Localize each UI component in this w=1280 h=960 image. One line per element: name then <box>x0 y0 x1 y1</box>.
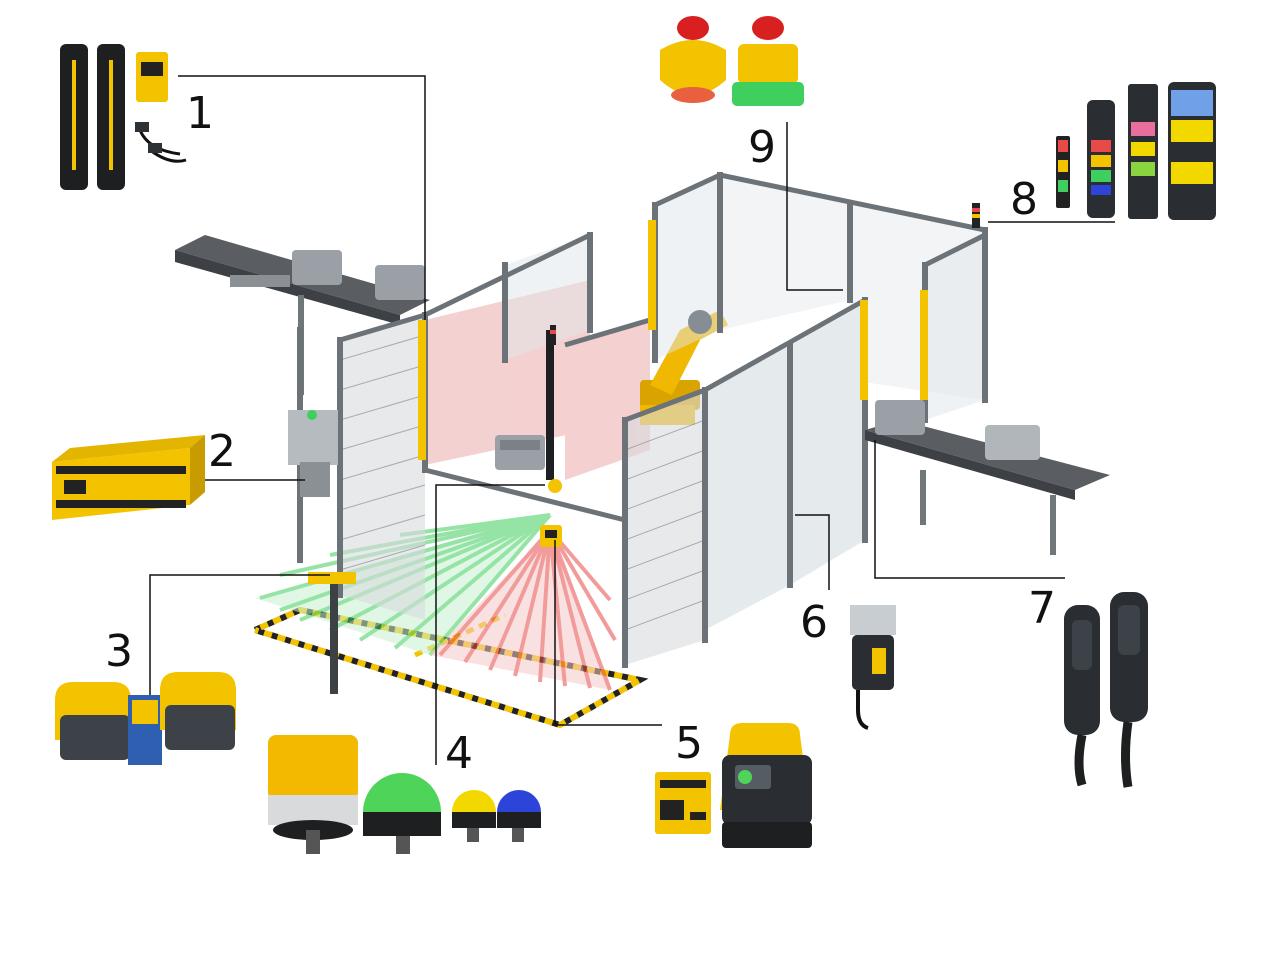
cell-laser-scanner <box>540 479 562 547</box>
leader-line-4 <box>435 484 545 765</box>
leader-line-1 <box>178 75 426 320</box>
workpiece <box>495 435 545 470</box>
safety-controller-module-icon <box>52 435 205 520</box>
leader-line-7 <box>874 440 1065 579</box>
tower-lights-icon <box>1056 82 1216 220</box>
leader-line-3 <box>149 574 330 695</box>
leader-line-9 <box>786 122 843 291</box>
callout-5: 5 <box>675 718 703 769</box>
fence-panels <box>297 172 988 668</box>
emergency-stop-buttons-icon <box>660 16 804 106</box>
leader-line-5 <box>554 540 662 726</box>
cell-light-curtains <box>418 220 928 480</box>
callout-8: 8 <box>1010 174 1038 225</box>
leader-line-6 <box>795 514 830 590</box>
indicator-lights-icon <box>268 735 541 854</box>
callout-7: 7 <box>1028 583 1056 634</box>
robotic-work-cell <box>175 172 1110 729</box>
scanner-zone-red <box>430 528 617 691</box>
callout-numbers: 1 2 3 4 5 6 7 8 9 <box>105 88 1056 779</box>
safety-laser-scanner-icon <box>655 723 812 848</box>
callout-3: 3 <box>105 626 133 677</box>
callout-2: 2 <box>208 426 236 477</box>
control-cabinet <box>288 410 338 497</box>
callout-4: 4 <box>445 728 473 779</box>
light-curtain-and-safety-controller-icon <box>60 44 187 190</box>
two-hand-control-station-icon <box>55 672 236 765</box>
enabling-device-icon <box>1064 592 1148 788</box>
safety-door-switch-icon <box>850 605 896 730</box>
callout-9: 9 <box>748 122 776 173</box>
callout-6: 6 <box>800 597 828 648</box>
front-conveyor <box>865 400 1110 555</box>
cell-tower-light <box>550 203 980 345</box>
callout-1: 1 <box>186 88 214 139</box>
leader-lines <box>149 75 1115 765</box>
